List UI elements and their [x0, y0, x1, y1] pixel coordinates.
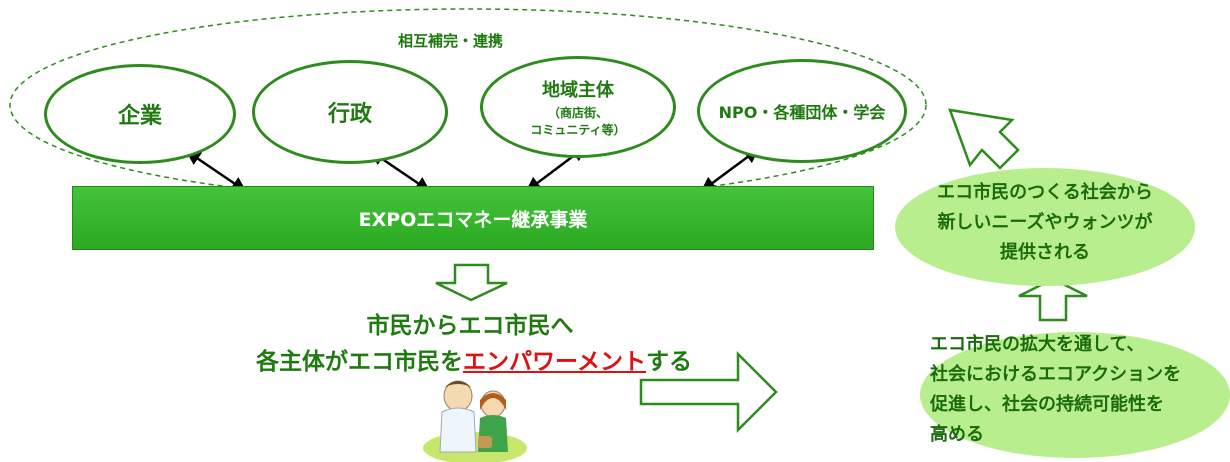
arrow-npo [700, 148, 760, 192]
right-arrow-icon [639, 350, 778, 434]
citizen-line2: 各主体がエコ市民をエンパワーメントする [224, 342, 724, 376]
outcome-bottom-text: エコ市民の拡大を通して、 社会におけるエコアクションを 促進し、社会の持続可能性… [930, 330, 1230, 450]
outcome-bottom-line4: 高める [930, 424, 984, 445]
node-company-label: 企業 [117, 104, 162, 129]
node-government: 行政 [252, 60, 448, 164]
node-local-title: 地域主体 [542, 80, 614, 101]
outcome-top-blob [895, 168, 1195, 286]
outcome-bottom-line3: 促進し、社会の持続可能性を [930, 394, 1164, 415]
outcome-bottom-line2: 社会におけるエコアクションを [930, 364, 1182, 385]
cooperation-label: 相互補完・連携 [398, 32, 504, 50]
arrow-company [185, 150, 247, 192]
citizen-line2-emphasis: エンパワーメント [462, 349, 647, 375]
outcome-top-line3: 提供される [1000, 242, 1090, 263]
citizens-illustration [423, 380, 527, 462]
outcome-top-line1: エコ市民のつくる社会から [937, 182, 1153, 203]
node-npo-label: NPO・各種団体・学会 [718, 103, 886, 122]
node-npo: NPO・各種団体・学会 [697, 59, 907, 163]
citizen-line2-suffix: する [646, 349, 693, 375]
citizen-line2-prefix: 各主体がエコ市民を [255, 349, 463, 375]
down-arrow-icon [435, 263, 508, 302]
node-government-label: 行政 [327, 102, 372, 127]
node-local: 地域主体 （商店街、 コミュニティ等） [480, 56, 676, 158]
node-company: 企業 [44, 64, 236, 164]
node-local-sub1: （商店街、 [547, 106, 608, 120]
project-bar-label: EXPOエコマネー継承事業 [358, 208, 588, 231]
cooperation-ellipse [9, 8, 927, 202]
diagonal-arrow-icon [948, 108, 1020, 170]
outcome-bottom-blob [920, 332, 1230, 458]
outcome-bottom-line1: エコ市民の拡大を通して、 [930, 334, 1145, 355]
project-bar: EXPOエコマネー継承事業 [72, 186, 874, 250]
citizen-line1: 市民からエコ市民へ [366, 313, 574, 339]
up-arrow-icon [1018, 277, 1088, 322]
outcome-top-line2: 新しいニーズやウォンツが [937, 212, 1153, 233]
outcome-top-text: エコ市民のつくる社会から 新しいニーズやウォンツが 提供される [895, 178, 1195, 268]
node-local-sub2: コミュニティ等） [530, 123, 626, 137]
